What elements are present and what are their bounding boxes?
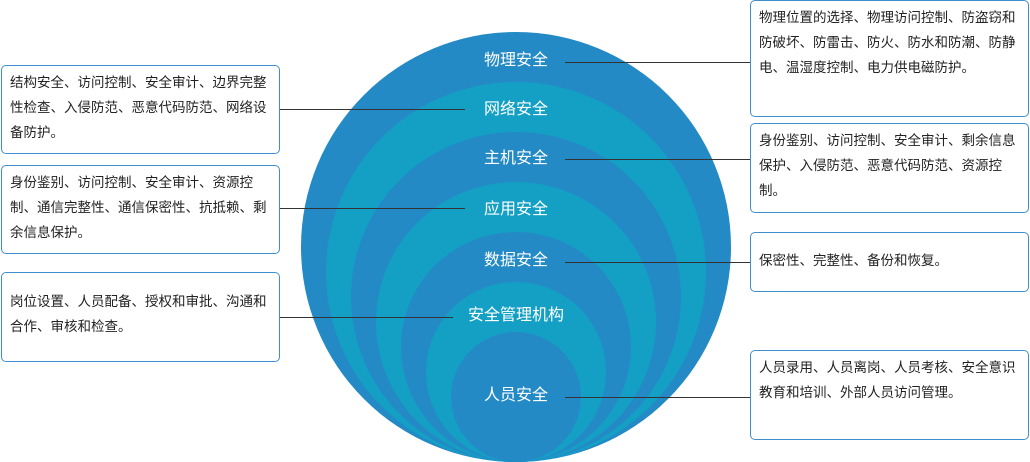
layer-label-personnel: 人员安全 bbox=[483, 385, 548, 404]
connector bbox=[279, 109, 465, 110]
connector bbox=[565, 159, 751, 160]
connector bbox=[565, 62, 751, 63]
desc-box-application: 身份鉴别、访问控制、安全审计、资源控制、通信完整性、通信保密性、抗抵赖、剩余信息… bbox=[1, 165, 280, 254]
desc-box-management: 岗位设置、人员配备、授权和审批、沟通和合作、审核和检查。 bbox=[1, 272, 280, 362]
layer-label-network: 网络安全 bbox=[483, 99, 548, 118]
layer-label-physical: 物理安全 bbox=[483, 50, 548, 69]
layer-label-management: 安全管理机构 bbox=[467, 305, 564, 324]
ring-7 bbox=[451, 332, 581, 462]
layer-label-host: 主机安全 bbox=[483, 148, 548, 167]
connector bbox=[279, 317, 453, 318]
desc-box-physical: 物理位置的选择、物理访问控制、防盗窃和防破坏、防雷击、防火、防水和防潮、防静电、… bbox=[750, 0, 1029, 117]
connector bbox=[279, 208, 465, 209]
desc-box-personnel: 人员录用、人员离岗、人员考核、安全意识教育和培训、外部人员访问管理。 bbox=[750, 350, 1029, 440]
layer-label-data: 数据安全 bbox=[483, 250, 548, 269]
connector bbox=[565, 262, 751, 263]
connector bbox=[565, 397, 751, 398]
layer-label-application: 应用安全 bbox=[483, 199, 548, 218]
desc-box-network: 结构安全、访问控制、安全审计、边界完整性检查、入侵防范、恶意代码防范、网络设备防… bbox=[1, 65, 280, 154]
desc-box-data: 保密性、完整性、备份和恢复。 bbox=[750, 232, 1029, 292]
desc-box-host: 身份鉴别、访问控制、安全审计、剩余信息保护、入侵防范、恶意代码防范、资源控制。 bbox=[750, 123, 1029, 213]
